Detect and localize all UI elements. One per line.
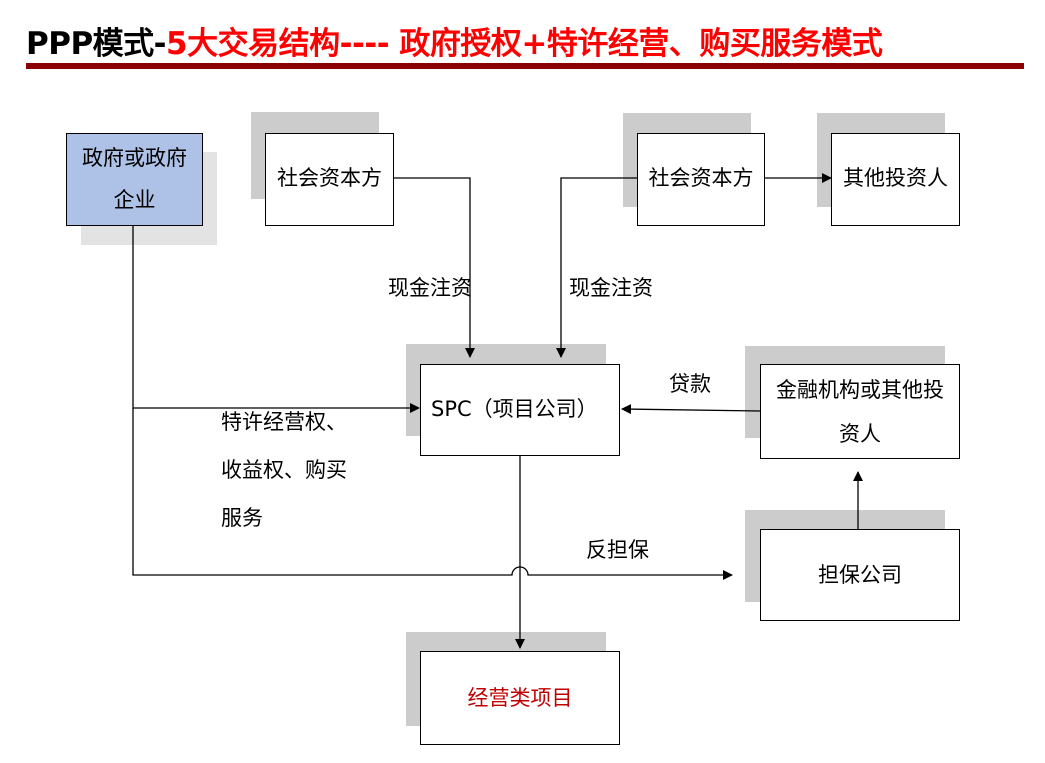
node-guarantee: 担保公司: [760, 529, 960, 621]
node-other-investors: 其他投资人: [831, 133, 960, 226]
node-other-investors-label: 其他投资人: [843, 166, 948, 190]
node-project: 经营类项目: [420, 651, 620, 745]
node-financial-line1: 金融机构或其他投: [776, 377, 944, 402]
node-project-label: 经营类项目: [467, 686, 573, 710]
label-cash-injection-1: 现金注资: [388, 276, 472, 300]
label-rights: 特许经营权、 收益权、购买 服务: [221, 398, 347, 542]
edge-financial-to-spc: [621, 404, 761, 415]
label-counter-guarantee: 反担保: [586, 538, 649, 562]
page-title: PPP模式-5大交易结构---- 政府授权+特许经营、购买服务模式: [26, 18, 883, 63]
node-social-capital-2-label: 社会资本方: [648, 166, 754, 190]
label-loan: 贷款: [669, 372, 711, 396]
node-government-line1: 政府或政府: [82, 145, 187, 170]
edge-social1-to-spc: [393, 177, 475, 358]
label-rights-line2: 收益权、购买: [221, 458, 347, 482]
title-underline: [26, 63, 1024, 69]
node-spc: SPC（项目公司）: [420, 364, 620, 456]
title-prefix: PPP模式-: [26, 26, 167, 62]
node-guarantee-label: 担保公司: [818, 563, 902, 587]
node-social-capital-2: 社会资本方: [637, 133, 765, 226]
node-government: 政府或政府 企业: [66, 133, 203, 226]
node-financial: 金融机构或其他投 资人: [760, 364, 960, 459]
edge-social2-to-spc: [556, 177, 638, 358]
edge-gov-to-guarantee: [132, 408, 733, 580]
node-government-line2: 企业: [113, 187, 156, 212]
label-cash-injection-2: 现金注资: [569, 276, 653, 300]
node-spc-label: SPC（项目公司）: [431, 397, 598, 421]
title-main: 5大交易结构---- 政府授权+特许经营、购买服务模式: [166, 26, 883, 62]
node-financial-line2: 资人: [839, 421, 881, 446]
label-rights-line3: 服务: [221, 506, 263, 530]
node-social-capital-1: 社会资本方: [265, 133, 394, 226]
label-rights-line1: 特许经营权、: [221, 410, 347, 434]
node-social-capital-1-label: 社会资本方: [277, 166, 382, 190]
edge-gov-to-spc: [132, 225, 420, 413]
